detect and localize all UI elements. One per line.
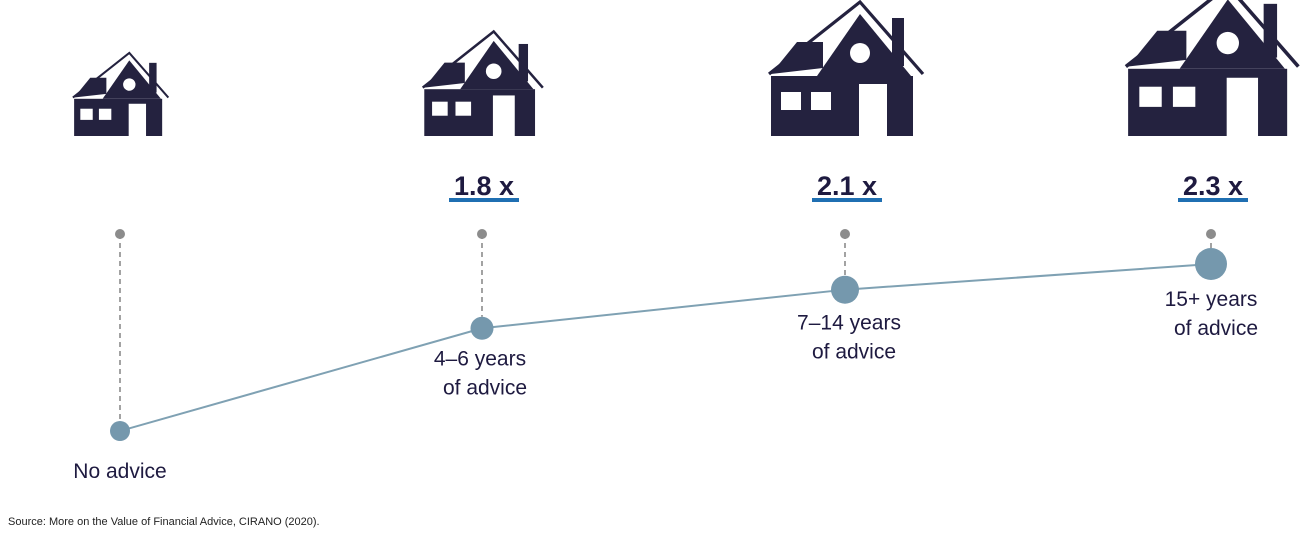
category-label-line: No advice (73, 460, 166, 483)
series-line-path (119, 263, 1212, 432)
category-label: 7–14 years of advice (797, 312, 901, 364)
house-window-left (1139, 86, 1162, 107)
multiplier-underline (812, 198, 882, 202)
category-label-line: of advice (1174, 317, 1258, 340)
guide-dot (840, 229, 850, 239)
multiplier-underline (449, 198, 519, 202)
category-label-line: of advice (812, 341, 896, 364)
guide-lines (115, 229, 1216, 421)
house-icon (421, 29, 544, 136)
guide-dot (477, 229, 487, 239)
data-point (831, 275, 859, 304)
guide-dot (115, 229, 125, 239)
house-window-right (98, 108, 112, 120)
house-icon (1124, 0, 1300, 136)
house-round-window (485, 63, 502, 80)
category-label-line: 15+ years (1165, 288, 1258, 311)
category-label-line: of advice (443, 377, 527, 400)
category-labels: No advice 4–6 years of advice 7–14 years of … (73, 288, 1258, 483)
category-label: 15+ years of advice (1165, 288, 1258, 340)
house-chimney (892, 18, 904, 66)
multiplier-label: 1.8 x (454, 171, 514, 201)
house-door (859, 84, 887, 136)
house-door (128, 103, 147, 136)
multiplier-underline (1178, 198, 1248, 202)
category-label-line: 4–6 years (434, 348, 526, 371)
house-left-roof (1128, 30, 1187, 67)
house-chimney (1263, 3, 1278, 58)
data-markers (110, 248, 1227, 441)
house-left-roof (74, 77, 107, 98)
house-icon (768, 0, 925, 136)
multiplier-label: 2.3 x (1183, 171, 1243, 201)
data-point (470, 316, 494, 340)
house-round-window (123, 78, 136, 91)
house-chimney (149, 62, 157, 93)
house-window-right (455, 101, 472, 116)
category-label: 4–6 years of advice (434, 348, 527, 400)
category-label: No advice (73, 460, 166, 483)
source-note: Source: More on the Value of Financial A… (8, 516, 320, 528)
house-left-roof (424, 62, 465, 88)
house-window-right (811, 92, 831, 110)
house-door (492, 95, 515, 136)
house-window-left (781, 92, 801, 110)
house-round-window (850, 43, 870, 63)
house-icon (72, 51, 170, 136)
multiplier-label: 2.1 x (817, 171, 877, 201)
houses-layer (72, 0, 1300, 136)
data-point (1195, 248, 1227, 280)
house-window-left (432, 101, 448, 116)
data-point (110, 421, 130, 441)
house-round-window (1216, 31, 1239, 55)
series-line (119, 263, 1212, 432)
house-door (1226, 77, 1259, 136)
house-window-left (80, 108, 93, 120)
guide-dot (1206, 229, 1216, 239)
house-window-right (1172, 86, 1196, 107)
house-left-roof (771, 42, 823, 74)
category-label-line: 7–14 years (797, 312, 901, 335)
house-chimney (518, 43, 529, 82)
multiplier-labels: 1.8 x 2.1 x 2.3 x (449, 171, 1248, 202)
